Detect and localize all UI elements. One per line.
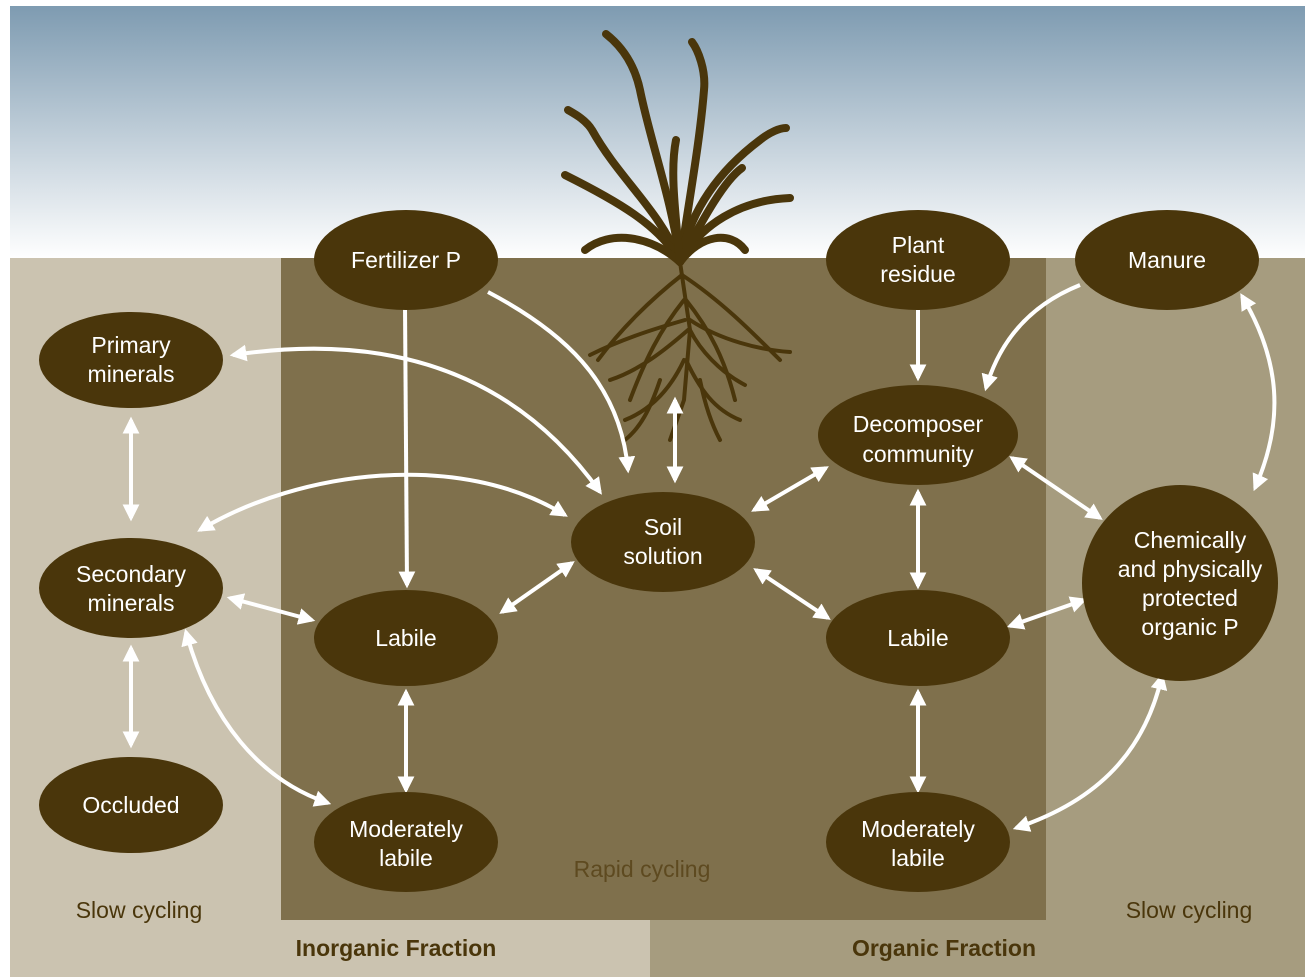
arrow-secondary-solution (197, 472, 568, 532)
node-label-line: Fertilizer P (351, 247, 461, 273)
arrow-solution-organic-labile (753, 568, 831, 620)
arrow-manure-protected (1240, 293, 1277, 492)
arrow-manure-decomposer (981, 283, 1081, 392)
node-plant-residue: Plant residue (826, 210, 1010, 310)
node-label-line: organic P (1141, 614, 1238, 640)
svg-text:Labile: Labile (887, 625, 948, 651)
node-label-line: community (862, 441, 974, 467)
arrow-solution-decomposer (751, 466, 829, 512)
node-inorganic-labile: Labile (314, 590, 498, 686)
node-label-line: minerals (88, 590, 175, 616)
node-label-line: and physically (1118, 556, 1263, 582)
node-label-line: Manure (1128, 247, 1206, 273)
rapid-cycling-label: Rapid cycling (574, 856, 711, 882)
arrow-secondary-labile (226, 593, 316, 625)
node-label-line: Secondary (76, 561, 186, 587)
arrow-primary-solution (229, 344, 602, 495)
node-label-line: Labile (375, 625, 436, 651)
node-label-line: labile (891, 845, 945, 871)
node-occluded: Occluded (39, 757, 223, 853)
node-label-line: Chemically (1134, 527, 1247, 553)
node-label-line: Moderately (861, 816, 975, 842)
slow-cycling-right-label: Slow cycling (1126, 897, 1253, 923)
nodes: Fertilizer P Plant residue Manure Primary… (39, 210, 1278, 892)
arrow-secondary-moderately-labile (181, 628, 332, 807)
node-manure: Manure (1075, 210, 1259, 310)
arrow-labile-solution (499, 561, 575, 614)
node-soil-solution: Soil solution (571, 492, 755, 592)
node-label-line: Plant (892, 232, 945, 258)
node-organic-moderately-labile: Moderately labile (826, 792, 1010, 892)
organic-fraction-label: Organic Fraction (852, 935, 1036, 961)
inorganic-fraction-label: Inorganic Fraction (296, 935, 497, 961)
svg-text:Occluded: Occluded (82, 792, 179, 818)
node-protected-organic-p: Chemically and physically protected organic… (1082, 485, 1278, 681)
slow-cycling-left-label: Slow cycling (76, 897, 203, 923)
arrow-moderately-labile-protected (1012, 672, 1168, 832)
node-label-line: solution (623, 543, 702, 569)
node-label-line: minerals (88, 361, 175, 387)
node-label-line: Occluded (82, 792, 179, 818)
arrow-decomposer-protected (1009, 456, 1103, 520)
node-fertilizer-p: Fertilizer P (314, 210, 498, 310)
node-label-line: protected (1142, 585, 1238, 611)
svg-text:Fertilizer P: Fertilizer P (351, 247, 461, 273)
node-label-line: Soil (644, 514, 682, 540)
node-label-line: Primary (91, 332, 171, 358)
node-label-line: Decomposer (853, 411, 984, 437)
node-label-line: Moderately (349, 816, 463, 842)
arrow-organic-labile-protected (1006, 596, 1088, 630)
node-label-line: Labile (887, 625, 948, 651)
node-secondary-minerals: Secondary minerals (39, 538, 223, 638)
node-inorganic-moderately-labile: Moderately labile (314, 792, 498, 892)
node-primary-minerals: Primary minerals (39, 312, 223, 408)
arrow-fertilizer-to-labile (398, 305, 416, 589)
node-organic-labile: Labile (826, 590, 1010, 686)
svg-text:Manure: Manure (1128, 247, 1206, 273)
svg-text:Labile: Labile (375, 625, 436, 651)
node-label-line: residue (880, 261, 955, 287)
flow-arrows (122, 283, 1277, 832)
node-label-line: labile (379, 845, 433, 871)
node-decomposer-community: Decomposer community (818, 385, 1018, 485)
